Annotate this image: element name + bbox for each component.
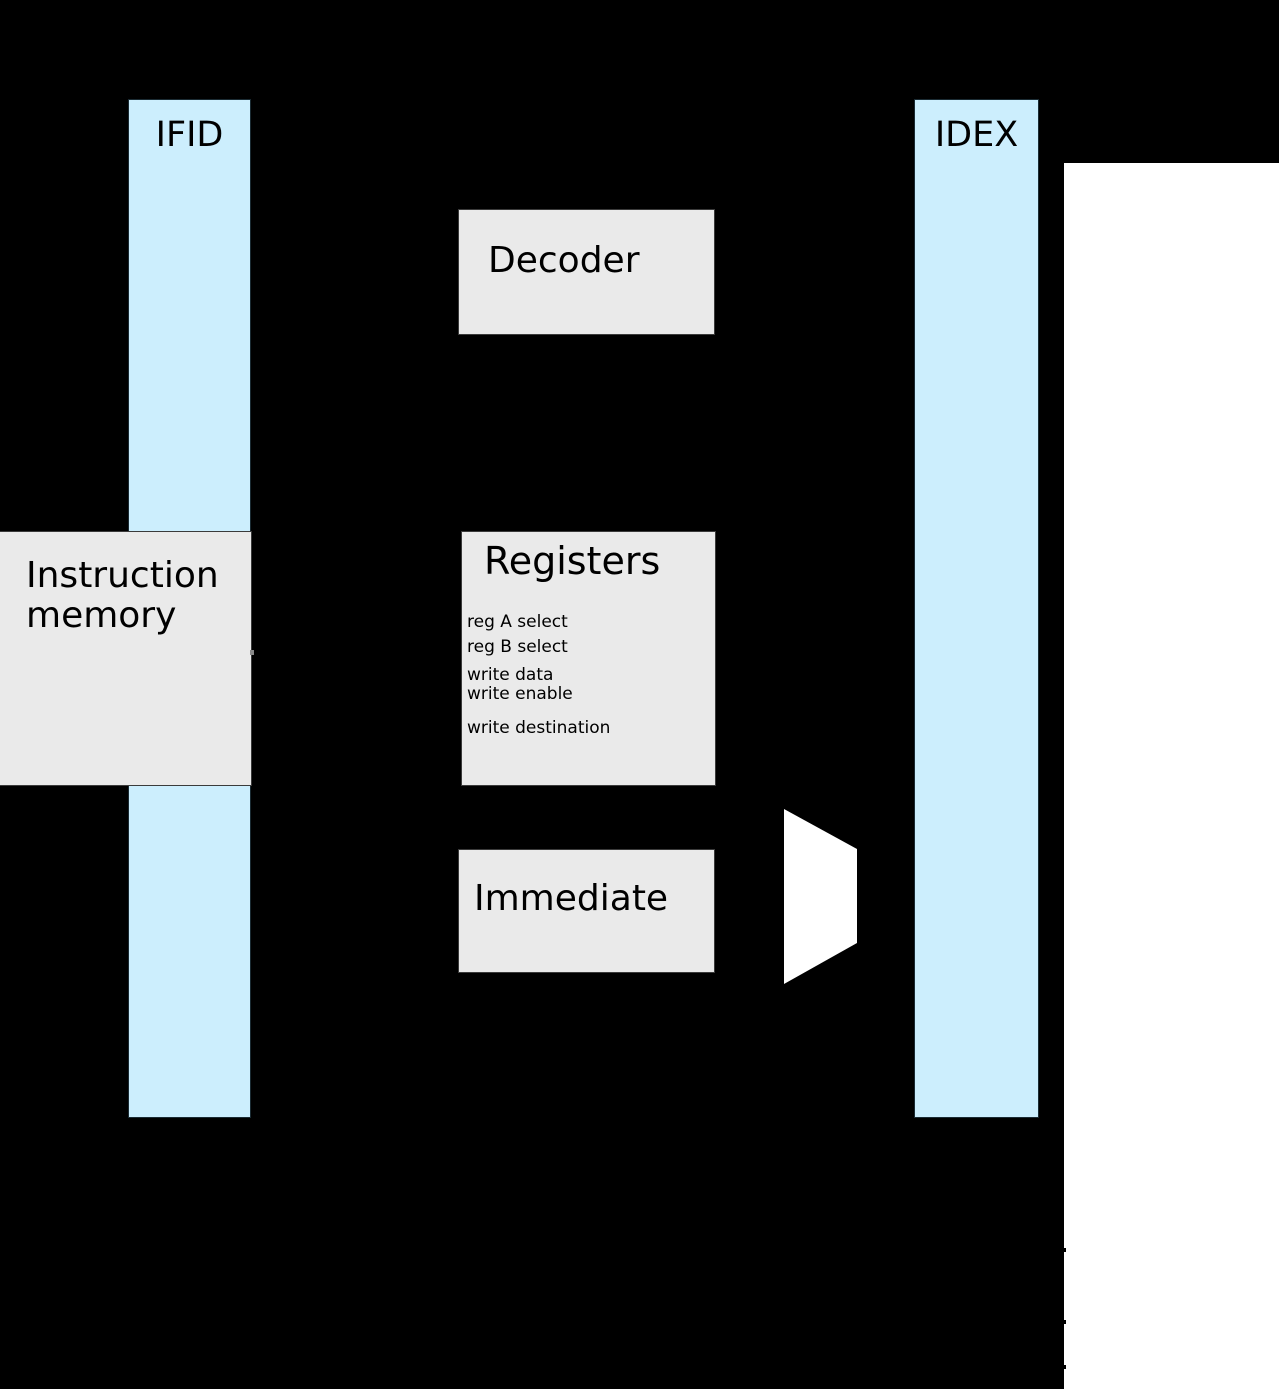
pipeline-register-idex-label: IDEX	[934, 115, 1019, 155]
registers-port-reg-b-select: reg B select	[467, 637, 568, 657]
page-background-right-bottom	[1064, 1190, 1279, 1389]
instruction-memory-output-stub	[250, 650, 254, 655]
registers-port-write-data: write data	[467, 665, 554, 685]
page-background-right-top	[1064, 163, 1279, 1190]
block-immediate[interactable]: Immediate	[458, 849, 715, 973]
registers-port-write-destination: write destination	[467, 718, 611, 738]
block-decoder-label: Decoder	[488, 240, 640, 281]
block-immediate-label: Immediate	[474, 878, 669, 919]
operand-mux[interactable]	[784, 809, 860, 984]
block-decoder[interactable]: Decoder	[458, 209, 715, 335]
edge-tick-mark-1	[1062, 1248, 1066, 1252]
pipeline-register-idex[interactable]: IDEX	[914, 99, 1039, 1118]
edge-tick-mark-3	[1062, 1365, 1066, 1369]
block-registers[interactable]: Registers reg A select reg B select writ…	[461, 531, 716, 786]
block-instruction-memory[interactable]: Instruction memory	[0, 531, 252, 786]
registers-port-write-enable: write enable	[467, 684, 573, 704]
pipeline-register-ifid-label: IFID	[155, 115, 224, 155]
registers-port-reg-a-select: reg A select	[467, 612, 568, 632]
registers-port-list: reg A select reg B select write data wri…	[467, 614, 711, 737]
block-registers-label: Registers	[484, 539, 661, 583]
block-instruction-memory-label: Instruction memory	[26, 555, 219, 637]
edge-tick-mark-2	[1062, 1320, 1066, 1324]
